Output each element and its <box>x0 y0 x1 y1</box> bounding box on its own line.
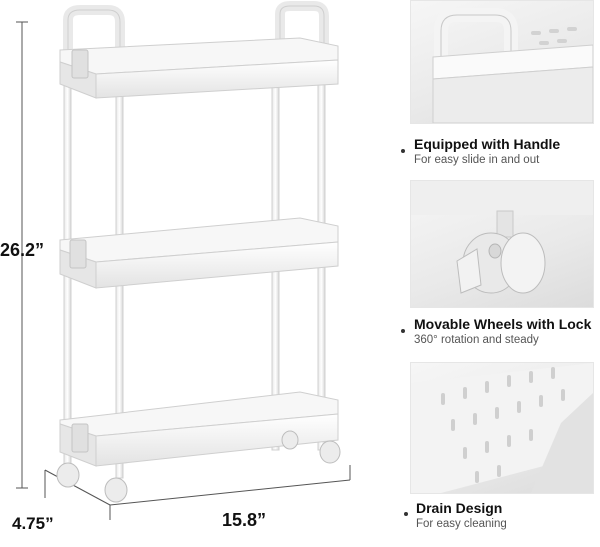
depth-label: 4.75” <box>12 514 54 533</box>
cart-drawing <box>16 1 351 520</box>
drain-closeup-icon <box>411 363 593 493</box>
handle-closeup-icon <box>432 8 593 123</box>
feature-title-drain: Drain Design <box>416 500 503 516</box>
feature-bullet <box>401 329 405 333</box>
width-label: 15.8” <box>222 510 267 530</box>
drain-closeup-image <box>410 362 594 494</box>
wheel-closeup-icon <box>411 181 593 294</box>
height-dimension-line <box>16 21 28 489</box>
depth-dimension-line <box>44 469 111 506</box>
wheels <box>56 430 341 503</box>
feature-subtitle-wheels: 360° rotation and steady <box>414 334 539 346</box>
feature-title-handle: Equipped with Handle <box>414 136 561 152</box>
feature-bullet <box>401 149 405 153</box>
feature-subtitle-drain: For easy cleaning <box>416 518 507 530</box>
feature-title-wheels: Movable Wheels with Lock <box>414 316 592 332</box>
feature-bullet <box>404 512 408 516</box>
wheel-closeup-image <box>410 180 594 308</box>
handle-closeup-image <box>410 0 594 124</box>
width-dimension-line <box>109 465 351 520</box>
top-tray <box>59 37 339 99</box>
feature-subtitle-handle: For easy slide in and out <box>414 154 540 166</box>
product-illustration <box>16 1 351 520</box>
bottom-tray <box>59 391 339 467</box>
middle-tray <box>59 217 339 289</box>
height-label: 26.2” <box>0 240 45 260</box>
